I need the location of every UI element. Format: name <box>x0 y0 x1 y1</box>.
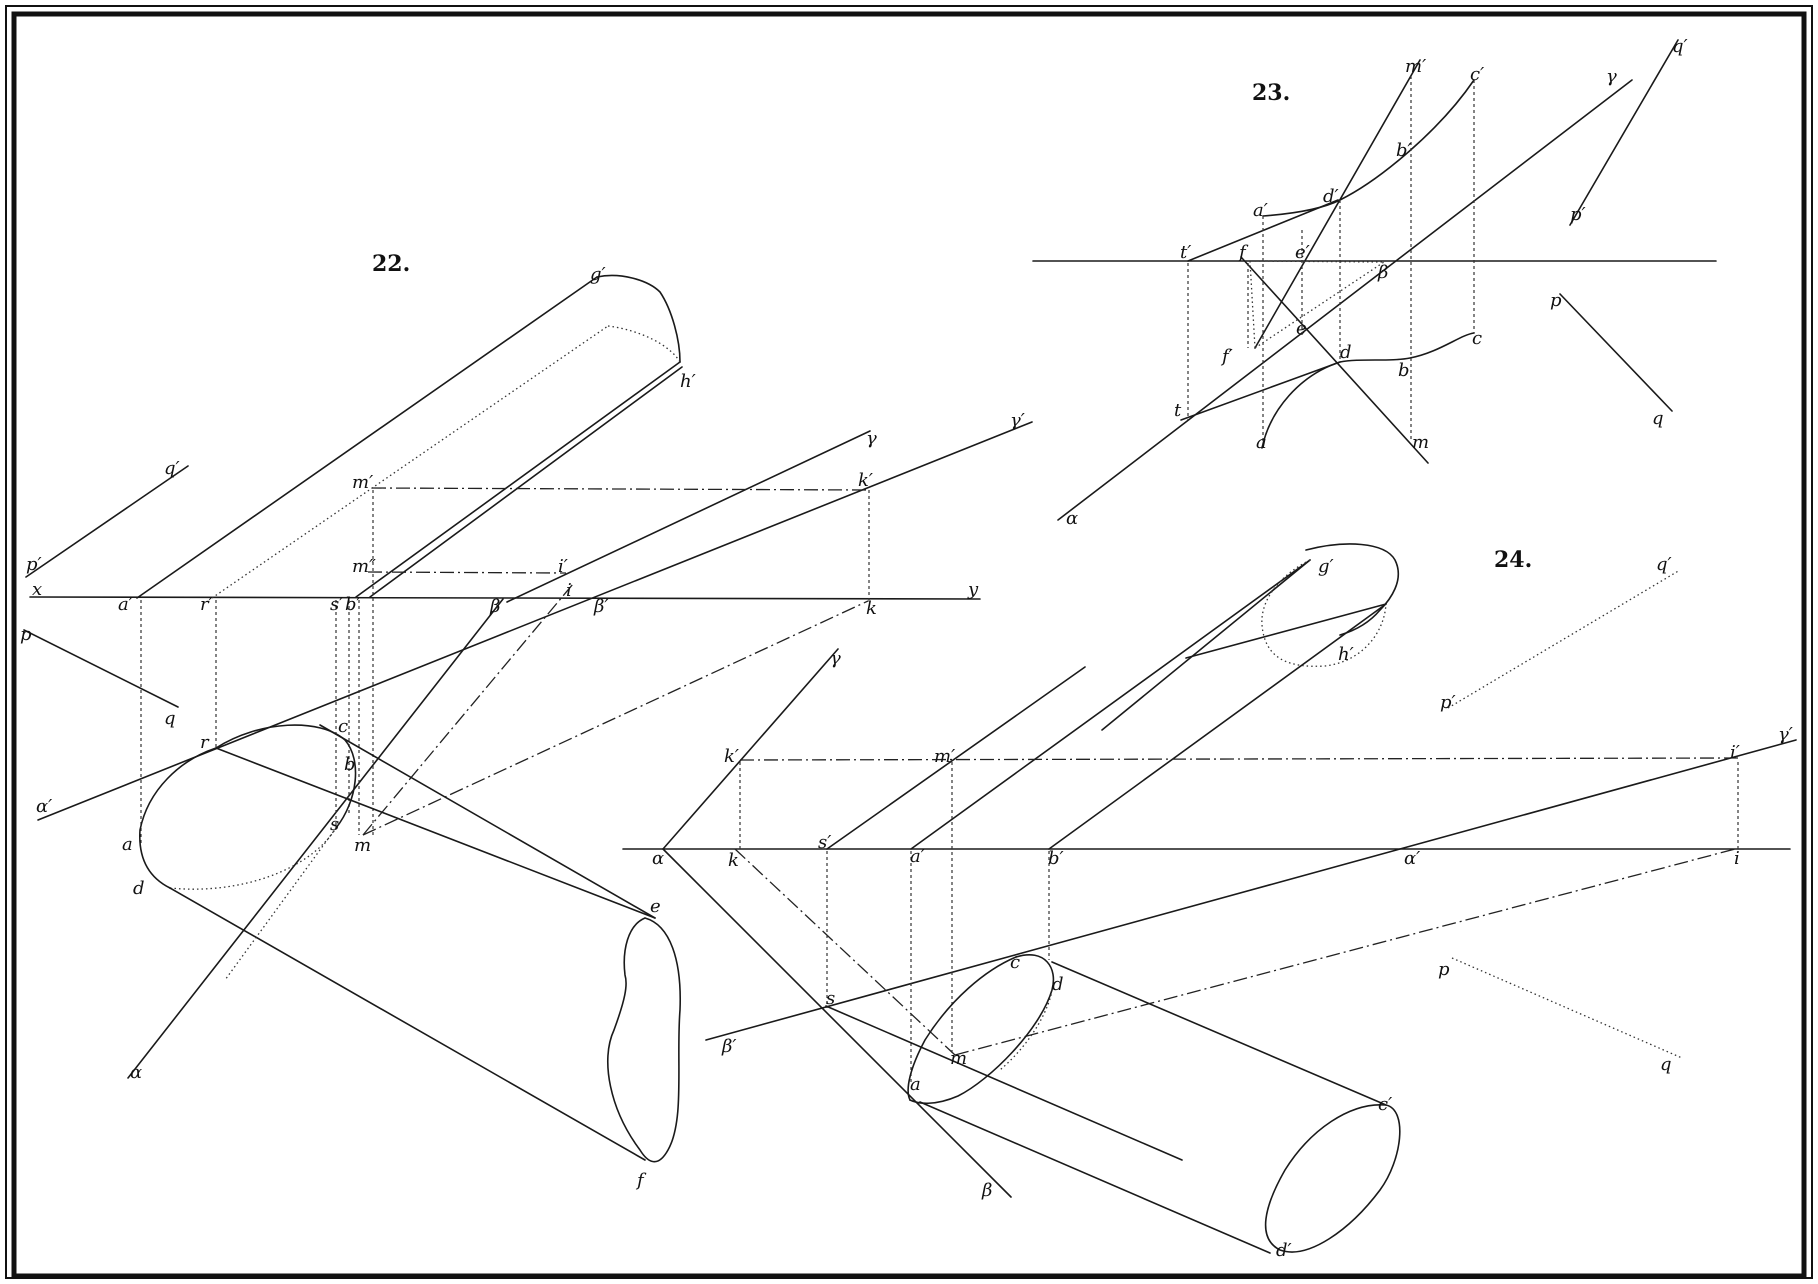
label: q <box>1652 408 1664 429</box>
label: b <box>1398 360 1410 381</box>
label: c′ <box>1378 1094 1392 1115</box>
label: β <box>489 596 500 617</box>
label: q′ <box>164 458 180 479</box>
label: q <box>1660 1054 1672 1075</box>
label: α <box>652 848 664 869</box>
label: γ′ <box>1010 410 1025 431</box>
label: k′ <box>858 470 873 491</box>
label: b′ <box>345 594 361 615</box>
inner-frame <box>11 11 1807 1279</box>
label: m <box>354 835 371 856</box>
label: s <box>826 988 835 1009</box>
label: c′ <box>1470 64 1484 85</box>
label: y <box>967 579 979 600</box>
label: α <box>130 1062 142 1083</box>
label: d <box>1052 974 1064 995</box>
label: q′ <box>1656 554 1672 575</box>
label: r <box>200 732 210 753</box>
trace-pq <box>1451 957 1683 1059</box>
figure-23: 23. <box>1032 39 1717 521</box>
label: p <box>1438 959 1450 980</box>
label: b <box>344 754 356 775</box>
label: β′ <box>593 596 609 617</box>
label: g′ <box>590 264 606 285</box>
trace-pq-prime <box>1447 569 1681 709</box>
label: α′ <box>36 796 52 817</box>
label: m″ <box>352 556 376 577</box>
label: x <box>32 579 42 600</box>
label: k <box>866 598 877 619</box>
label: m <box>950 1048 967 1069</box>
label: h′ <box>680 371 696 392</box>
label: p <box>1550 290 1562 311</box>
label: c <box>1472 328 1482 349</box>
label: a <box>910 1074 921 1095</box>
figure-24: 24. <box>622 543 1797 1254</box>
label: p′ <box>26 554 42 575</box>
label: α <box>1066 508 1078 529</box>
label: c <box>1010 952 1020 973</box>
label: f′ <box>1220 346 1233 367</box>
label: i′ <box>558 556 568 577</box>
label: a′ <box>1253 200 1268 221</box>
label: β′ <box>721 1036 737 1057</box>
figure-number: 23. <box>1252 80 1290 106</box>
label: r′ <box>200 594 213 615</box>
figure-number: 24. <box>1494 547 1532 573</box>
label: t <box>1174 400 1182 421</box>
label: i <box>566 580 572 601</box>
figure-22-labels: q′ p′ x a′ r′ s′ b′ β i β′ k y p q m′ k′… <box>20 264 1025 1191</box>
label: i′ <box>1730 742 1740 763</box>
label: d <box>1340 342 1352 363</box>
label: e′ <box>1295 242 1310 263</box>
label: p′ <box>1440 692 1456 713</box>
label: b′ <box>1396 140 1412 161</box>
label: γ <box>1606 66 1617 87</box>
label: γ <box>830 648 841 669</box>
label: i <box>1734 848 1740 869</box>
label: a <box>1256 432 1267 453</box>
label: α′ <box>1404 848 1420 869</box>
figure-number: 22. <box>372 251 410 277</box>
label: s <box>330 814 339 835</box>
label: γ′ <box>1778 724 1793 745</box>
label: m′ <box>352 472 373 493</box>
label: p′ <box>1570 204 1586 225</box>
label: a′ <box>910 846 925 867</box>
label: q <box>164 708 176 729</box>
label: d′ <box>1276 1240 1292 1261</box>
label: m′ <box>1405 56 1426 77</box>
label: β <box>981 1180 992 1201</box>
label: f <box>1237 242 1249 263</box>
label: s′ <box>330 594 343 615</box>
label: k <box>728 850 739 871</box>
label: m <box>1412 432 1429 453</box>
label: β <box>1377 262 1388 283</box>
label: e <box>1296 318 1307 339</box>
label: a <box>122 834 133 855</box>
label: e <box>650 896 661 917</box>
label: g′ <box>1318 556 1334 577</box>
label: d′ <box>1323 186 1339 207</box>
label: c <box>338 716 348 737</box>
label: a′ <box>118 594 133 615</box>
label: m′ <box>934 746 955 767</box>
figure-22: 22. <box>23 251 1033 1163</box>
label: d <box>133 878 145 899</box>
label: h′ <box>1338 644 1354 665</box>
label: t′ <box>1180 242 1191 263</box>
label: f <box>635 1170 647 1191</box>
label: s′ <box>818 832 831 853</box>
label: γ <box>866 428 877 449</box>
figure-23-labels: m′ c′ γ q′ b′ a′ d′ p′ t′ f e′ β p f′ e … <box>1066 36 1688 529</box>
label: p <box>20 624 32 645</box>
label: b′ <box>1048 848 1064 869</box>
label: k′ <box>724 746 739 767</box>
label: q′ <box>1672 36 1688 57</box>
figure-24-labels: g′ h′ q′ p′ γ k′ m′ i′ γ′ α k s′ a′ b′ α… <box>652 554 1793 1261</box>
